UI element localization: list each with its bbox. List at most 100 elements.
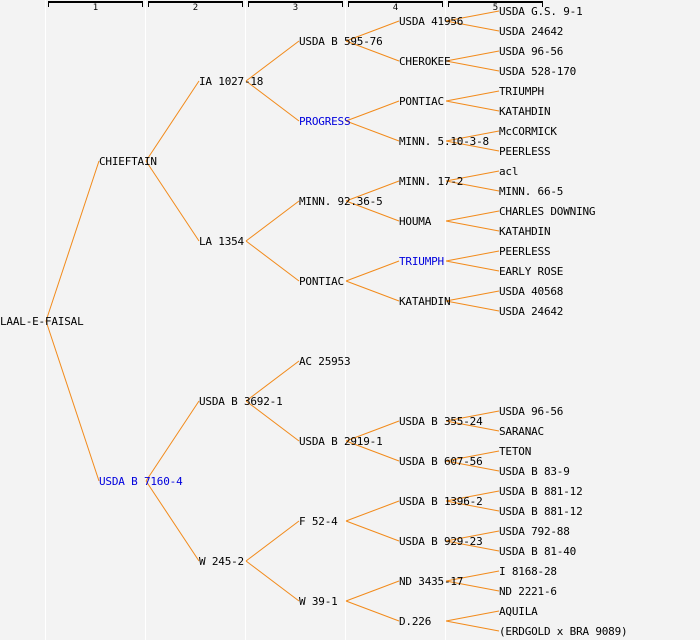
generation-header-4: 4	[348, 1, 443, 13]
pedigree-node[interactable]: MINN. 92.36-5	[299, 195, 383, 208]
pedigree-link	[345, 440, 400, 462]
pedigree-link	[445, 530, 500, 542]
pedigree-node[interactable]: KATAHDIN	[499, 105, 551, 118]
generation-number: 5	[492, 3, 499, 13]
column-divider	[345, 0, 346, 640]
pedigree-node[interactable]: AC 25953	[299, 355, 351, 368]
pedigree-node[interactable]: USDA 24642	[499, 305, 564, 318]
pedigree-node[interactable]: W 39-1	[299, 595, 338, 608]
pedigree-node[interactable]: McCORMICK	[499, 125, 557, 138]
pedigree-node[interactable]: MINN. 5.10-3-8	[399, 135, 489, 148]
pedigree-link	[445, 210, 500, 222]
column-divider	[45, 0, 46, 640]
pedigree-link	[245, 400, 300, 442]
pedigree-node[interactable]: KATAHDIN	[399, 295, 451, 308]
pedigree-node[interactable]: PROGRESS	[299, 115, 351, 128]
pedigree-node[interactable]: TETON	[499, 445, 532, 458]
pedigree-node[interactable]: I 8168-28	[499, 565, 557, 578]
pedigree-link	[445, 290, 500, 302]
pedigree-link	[445, 410, 500, 422]
pedigree-node[interactable]: KATAHDIN	[499, 225, 551, 238]
pedigree-node[interactable]: MINN. 66-5	[499, 185, 564, 198]
pedigree-link	[345, 120, 400, 142]
pedigree-link	[245, 200, 300, 242]
pedigree-link	[245, 560, 300, 602]
pedigree-link	[445, 620, 500, 632]
pedigree-node[interactable]: ND 3435-17	[399, 575, 464, 588]
pedigree-node[interactable]: USDA B 929-23	[399, 535, 483, 548]
pedigree-root-node[interactable]: LAAL-E-FAISAL	[0, 315, 84, 328]
pedigree-link	[445, 300, 500, 312]
pedigree-node[interactable]: TRIUMPH	[399, 255, 444, 268]
pedigree-link	[445, 90, 500, 102]
pedigree-link	[345, 580, 400, 602]
pedigree-node[interactable]: LA 1354	[199, 235, 244, 248]
pedigree-link	[245, 240, 300, 282]
pedigree-link	[345, 40, 400, 62]
pedigree-node[interactable]: USDA B 7160-4	[99, 475, 183, 488]
pedigree-link	[445, 570, 500, 582]
pedigree-link	[445, 50, 500, 62]
pedigree-node[interactable]: USDA 40568	[499, 285, 564, 298]
pedigree-node[interactable]: EARLY ROSE	[499, 265, 564, 278]
pedigree-node[interactable]: PONTIAC	[399, 95, 444, 108]
pedigree-node[interactable]: IA 1027-18	[199, 75, 264, 88]
pedigree-node[interactable]: USDA B 595-76	[299, 35, 383, 48]
pedigree-node[interactable]: USDA 792-88	[499, 525, 570, 538]
pedigree-node[interactable]: USDA 96-56	[499, 45, 564, 58]
pedigree-link	[345, 100, 400, 122]
pedigree-node[interactable]: USDA B 1396-2	[399, 495, 483, 508]
pedigree-node[interactable]: USDA B 81-40	[499, 545, 577, 558]
pedigree-node[interactable]: USDA B 83-9	[499, 465, 570, 478]
pedigree-node[interactable]: USDA B 355-24	[399, 415, 483, 428]
pedigree-node[interactable]: USDA 528-170	[499, 65, 577, 78]
pedigree-node[interactable]: SARANAC	[499, 425, 544, 438]
pedigree-link	[445, 500, 500, 512]
pedigree-link	[145, 400, 200, 482]
pedigree-link	[245, 520, 300, 562]
pedigree-node[interactable]: D.226	[399, 615, 432, 628]
pedigree-link	[145, 480, 200, 562]
pedigree-link	[345, 260, 400, 282]
pedigree-node[interactable]: USDA B 881-12	[499, 505, 583, 518]
pedigree-node[interactable]: USDA B 607-56	[399, 455, 483, 468]
pedigree-link	[45, 160, 100, 322]
generation-header-5: 5	[448, 1, 543, 13]
generation-header-2: 2	[148, 1, 243, 13]
generation-number: 2	[192, 3, 199, 13]
pedigree-node[interactable]: USDA 24642	[499, 25, 564, 38]
pedigree-node[interactable]: USDA G.S. 9-1	[499, 5, 583, 18]
pedigree-node[interactable]: MINN. 17-2	[399, 175, 464, 188]
pedigree-node[interactable]: PEERLESS	[499, 245, 551, 258]
pedigree-node[interactable]: acl	[499, 165, 519, 178]
pedigree-link	[445, 140, 500, 152]
pedigree-link	[445, 540, 500, 552]
pedigree-link	[445, 220, 500, 232]
pedigree-node[interactable]: CHEROKEE	[399, 55, 451, 68]
pedigree-link	[445, 130, 500, 142]
pedigree-node[interactable]: AQUILA	[499, 605, 538, 618]
pedigree-node[interactable]: W 245-2	[199, 555, 244, 568]
pedigree-link	[445, 60, 500, 72]
pedigree-link	[245, 80, 300, 122]
pedigree-node[interactable]: USDA B 881-12	[499, 485, 583, 498]
pedigree-node[interactable]: USDA 41956	[399, 15, 464, 28]
pedigree-node[interactable]: (ERDGOLD x BRA 9089)	[499, 625, 628, 638]
pedigree-node[interactable]: PEERLESS	[499, 145, 551, 158]
pedigree-node[interactable]: HOUMA	[399, 215, 432, 228]
pedigree-node[interactable]: USDA B 3692-1	[199, 395, 283, 408]
pedigree-node[interactable]: USDA B 2919-1	[299, 435, 383, 448]
pedigree-node[interactable]: F 52-4	[299, 515, 338, 528]
pedigree-node[interactable]: CHIEFTAIN	[99, 155, 157, 168]
pedigree-node[interactable]: PONTIAC	[299, 275, 344, 288]
pedigree-link	[445, 100, 500, 112]
pedigree-link	[445, 10, 500, 22]
pedigree-node[interactable]: ND 2221-6	[499, 585, 557, 598]
pedigree-node[interactable]: USDA 96-56	[499, 405, 564, 418]
pedigree-link	[345, 500, 400, 522]
pedigree-node[interactable]: TRIUMPH	[499, 85, 544, 98]
generation-number: 1	[92, 3, 99, 13]
pedigree-node[interactable]: CHARLES DOWNING	[499, 205, 596, 218]
pedigree-link	[445, 20, 500, 32]
